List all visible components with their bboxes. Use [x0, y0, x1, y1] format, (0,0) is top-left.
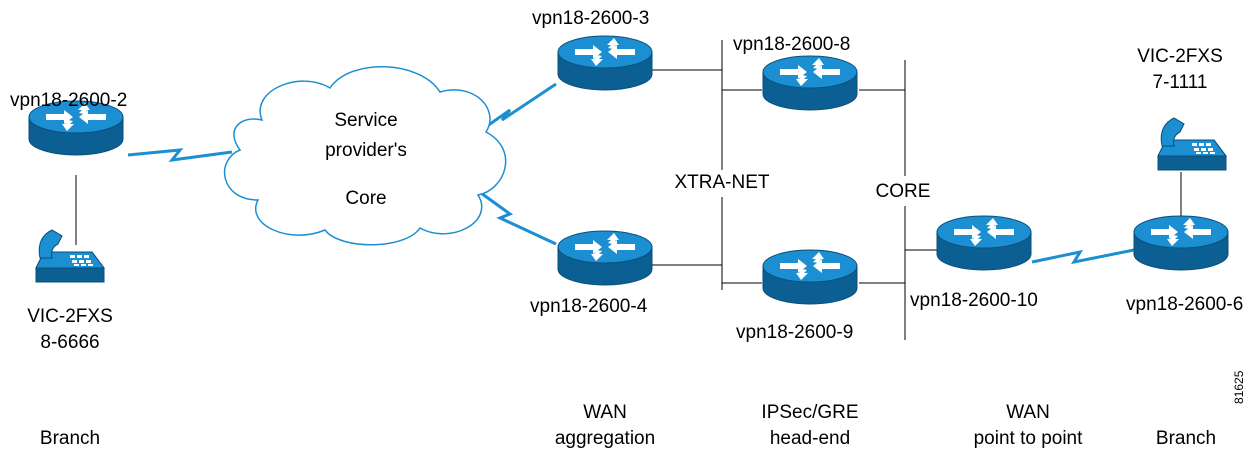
role-wan-aggregation-2: aggregation [554, 428, 656, 449]
phone-left-label-2: 8-6666 [40, 332, 100, 353]
router-vpn18-2600-6 [1133, 215, 1229, 271]
serial-r2-cloud [127, 148, 233, 162]
cloud-line-1: Service [334, 110, 398, 131]
router-label-3: vpn18-2600-3 [532, 8, 650, 29]
phone-right-label-2: 7-1111 [1152, 72, 1208, 93]
phone-right-icon [1157, 117, 1227, 171]
role-branch-left: Branch [39, 428, 101, 449]
cloud-line-2: provider's [325, 140, 407, 161]
role-branch-right: Branch [1155, 428, 1217, 449]
role-wan-aggregation-1: WAN [583, 402, 627, 423]
phone-left-label-1: VIC-2FXS [27, 306, 113, 327]
serial-cloud-r4 [473, 186, 557, 246]
core-label: CORE [875, 181, 931, 202]
router-vpn18-2600-8 [762, 55, 858, 111]
cloud-line-3: Core [345, 188, 387, 209]
router-vpn18-2600-9 [762, 249, 858, 305]
role-ipsec-2: head-end [769, 428, 851, 449]
router-vpn18-2600-4 [557, 230, 653, 286]
figure-id: 81625 [1232, 370, 1246, 404]
router-vpn18-2600-10 [936, 215, 1032, 271]
role-wan-p2p-2: point to point [973, 428, 1083, 449]
router-label-6: vpn18-2600-6 [1126, 294, 1244, 315]
role-ipsec-1: IPSec/GRE [761, 402, 859, 423]
serial-links [127, 82, 1135, 265]
phone-right-label-1: VIC-2FXS [1137, 46, 1223, 67]
router-vpn18-2600-3 [557, 35, 653, 91]
router-label-2: vpn18-2600-2 [10, 90, 128, 111]
router-label-10: vpn18-2600-10 [910, 290, 1038, 311]
serial-r10-r6 [1031, 248, 1135, 265]
xtranet-label: XTRA-NET [674, 172, 770, 193]
provider-cloud [224, 66, 507, 246]
router-label-8: vpn18-2600-8 [733, 34, 851, 55]
router-label-4: vpn18-2600-4 [530, 296, 648, 317]
router-label-9: vpn18-2600-9 [736, 322, 854, 343]
role-wan-p2p-1: WAN [1006, 402, 1050, 423]
phone-left-icon [35, 229, 105, 283]
